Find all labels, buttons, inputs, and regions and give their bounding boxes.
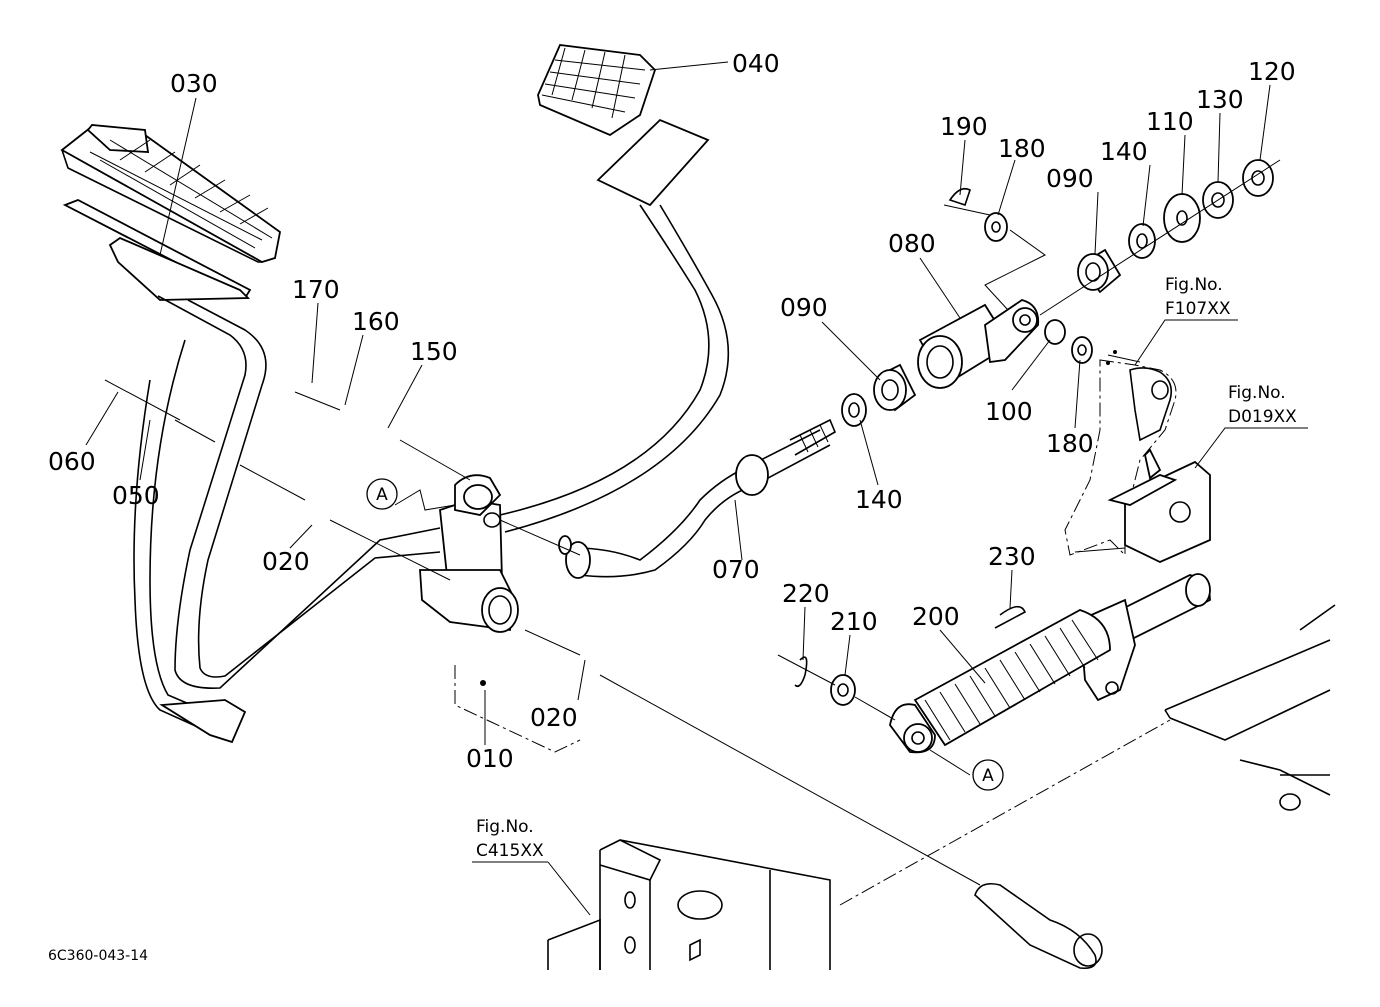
label-180-lower: 180: [1046, 429, 1094, 458]
fig-ref-d019xx: Fig.No. D019XX: [1228, 383, 1297, 427]
frame-right: [1164, 604, 1336, 811]
fig-ref-c415xx-code: C415XX: [476, 841, 544, 861]
label-210: 210: [830, 607, 878, 636]
label-090-left: 090: [780, 293, 828, 322]
label-040: 040: [732, 49, 780, 78]
label-110: 110: [1146, 107, 1194, 136]
label-020-left: 020: [262, 547, 310, 576]
fig-ref-f107xx-label: Fig.No.: [1165, 275, 1223, 295]
fig-ref-c415xx: Fig.No. C415XX: [476, 817, 544, 861]
label-200: 200: [912, 602, 960, 631]
label-160: 160: [352, 307, 400, 336]
pedal-pad-030: [60, 124, 281, 301]
drawing-code: 6C360-043-14: [48, 948, 148, 964]
fig-ref-f107xx: Fig.No. F107XX: [1165, 275, 1231, 319]
label-220: 220: [782, 579, 830, 608]
label-190: 190: [940, 112, 988, 141]
label-180-upper: 180: [998, 134, 1046, 163]
bushing-assembly: [841, 159, 1281, 427]
label-170: 170: [292, 275, 340, 304]
label-090-right: 090: [1046, 164, 1094, 193]
label-070: 070: [712, 555, 760, 584]
label-080: 080: [888, 229, 936, 258]
label-020-right: 020: [530, 703, 578, 732]
fig-ref-f107xx-code: F107XX: [1165, 299, 1231, 319]
fig-ref-d019xx-code: D019XX: [1228, 407, 1297, 427]
mount-bracket: [1064, 350, 1211, 563]
spring-cylinder-200: [794, 573, 1211, 754]
callout-a-right-text: A: [982, 766, 994, 786]
callout-a-left-text: A: [376, 485, 388, 505]
label-140-lower: 140: [855, 485, 903, 514]
frame-lower: [547, 839, 1103, 970]
pedal-pad-040: [499, 44, 730, 533]
label-130: 130: [1196, 85, 1244, 114]
part-labels: 030 040 060 050 020 020 010 170 160 150 …: [48, 49, 1296, 773]
label-030: 030: [170, 69, 218, 98]
label-230: 230: [988, 542, 1036, 571]
label-010: 010: [466, 744, 514, 773]
label-pointers: [85, 61, 1308, 916]
label-140-upper: 140: [1100, 137, 1148, 166]
callout-a-left: A: [366, 478, 398, 510]
fig-ref-d019xx-label: Fig.No.: [1228, 383, 1286, 403]
label-060: 060: [48, 447, 96, 476]
pedal-arm-010: [133, 295, 581, 753]
label-050: 050: [112, 481, 160, 510]
fig-ref-c415xx-label: Fig.No.: [476, 817, 534, 837]
label-100: 100: [985, 397, 1033, 426]
leader-lines: [104, 379, 1171, 906]
rod-070: [558, 418, 837, 579]
callout-a-right: A: [972, 759, 1004, 791]
label-120: 120: [1248, 57, 1296, 86]
label-150: 150: [410, 337, 458, 366]
